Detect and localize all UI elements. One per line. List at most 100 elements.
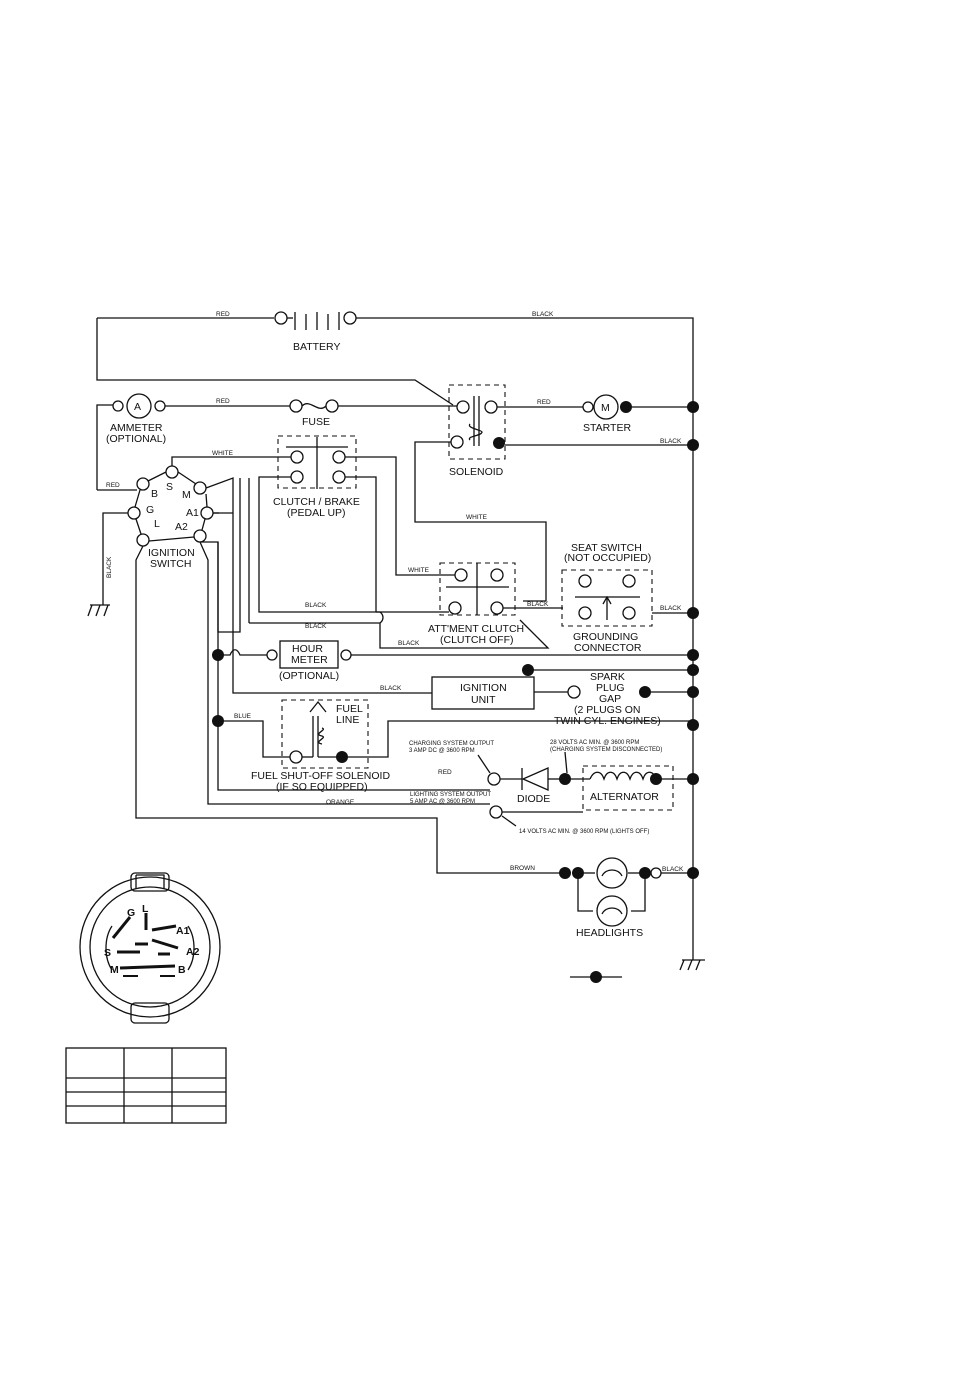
hour-meter-icon xyxy=(266,640,352,669)
spark-plug-icon xyxy=(567,685,581,699)
ammeter-label: AMMETER xyxy=(110,422,163,434)
fuel-solenoid-sub: (IF SO EQUIPPED) xyxy=(276,781,368,793)
hour-meter-label-2: METER xyxy=(291,654,328,666)
spark-label-4: (2 PLUGS ON xyxy=(574,704,641,716)
splice-legend-icon xyxy=(570,971,622,983)
fuse-label: FUSE xyxy=(302,416,330,428)
starter-symbol: M xyxy=(601,402,610,414)
inset-label-M: M xyxy=(110,964,119,976)
ignition-switch-inset xyxy=(79,867,221,1027)
wire-label-black-ground: BLACK xyxy=(106,556,113,578)
wire-label-black-seat-ground: BLACK xyxy=(660,605,682,612)
wire-label-red-diode: RED xyxy=(438,769,452,776)
ignition-switch-icon xyxy=(127,465,214,547)
volts28-note-1: 28 VOLTS AC MIN. @ 3600 RPM xyxy=(550,740,639,746)
wire-label-black-2: BLACK xyxy=(305,623,327,630)
inset-label-L: L xyxy=(142,903,149,915)
alternator-label: ALTERNATOR xyxy=(590,791,659,803)
seat-switch-icon xyxy=(575,574,640,620)
clutch-brake-box xyxy=(277,435,357,489)
wire-label-black-attment: BLACK xyxy=(398,640,420,647)
inset-label-S: S xyxy=(104,947,111,959)
terminal-B: B xyxy=(151,488,158,500)
inset-label-B: B xyxy=(178,964,186,976)
charging-note-2: 3 AMP DC @ 3600 RPM xyxy=(409,748,475,754)
clutch-brake-sub: (PEDAL UP) xyxy=(287,507,346,519)
wire-label-white-clutch: WHITE xyxy=(212,450,234,457)
hour-meter-optional: (OPTIONAL) xyxy=(279,670,339,682)
clutch-brake-label: CLUTCH / BRAKE xyxy=(273,496,360,508)
ammeter-icon xyxy=(112,393,166,419)
wire-label-black-headlights: BLACK xyxy=(662,866,684,873)
volts28-note-2: (CHARGING SYSTEM DISCONNECTED) xyxy=(550,747,662,753)
wire-label-black-1: BLACK xyxy=(305,602,327,609)
headlights-label: HEADLIGHTS xyxy=(576,927,643,939)
grounding-connector-label-1: GROUNDING xyxy=(573,631,638,643)
spark-label-3: GAP xyxy=(599,693,621,705)
solenoid-icon xyxy=(450,396,505,449)
inset-label-A2: A2 xyxy=(186,946,200,958)
starter-label: STARTER xyxy=(583,422,631,434)
fuel-solenoid-icon xyxy=(289,700,348,764)
ground-icon-left xyxy=(87,604,110,617)
terminal-G: G xyxy=(146,504,154,516)
volts14-note: 14 VOLTS AC MIN. @ 3600 RPM (LIGHTS OFF) xyxy=(519,829,649,835)
battery-label: BATTERY xyxy=(293,341,340,353)
terminal-S: S xyxy=(166,481,173,493)
wire-label-orange: ORANGE xyxy=(326,799,355,806)
fuel-line-label-2: LINE xyxy=(336,714,359,726)
solenoid-box xyxy=(448,384,506,460)
wire-label-blue: BLUE xyxy=(234,713,252,720)
ignition-unit-box xyxy=(431,676,535,710)
attment-clutch-sub: (CLUTCH OFF) xyxy=(440,634,514,646)
diode-label: DIODE xyxy=(517,793,550,805)
ammeter-optional: (OPTIONAL) xyxy=(106,433,166,445)
lighting-note-2: 5 AMP AC @ 3600 RPM xyxy=(410,799,475,805)
grounding-connector-label-2: CONNECTOR xyxy=(574,642,642,654)
alternator-box xyxy=(582,765,674,811)
fuel-solenoid-box xyxy=(281,699,369,769)
ignition-unit-label-1: IGNITION xyxy=(460,682,507,694)
seat-switch-box xyxy=(561,569,653,627)
wire-label-red-starter: RED xyxy=(537,399,551,406)
wire-label-black-seat: BLACK xyxy=(527,601,549,608)
inset-label-A1: A1 xyxy=(176,925,190,937)
seat-switch-sub: (NOT OCCUPIED) xyxy=(564,552,651,564)
wire-label-red-fuse: RED xyxy=(216,398,230,405)
hour-meter-label-1: HOUR xyxy=(292,643,323,655)
inset-label-G: G xyxy=(127,907,135,919)
solenoid-label: SOLENOID xyxy=(449,466,504,478)
alternator-icon xyxy=(589,771,693,782)
fuel-line-label-1: FUEL xyxy=(336,703,363,715)
spark-label-1: SPARK xyxy=(590,671,625,683)
starter-icon xyxy=(582,394,632,420)
lighting-note-1: LIGHTING SYSTEM OUTPUT xyxy=(410,792,491,798)
clutch-brake-switch-icon xyxy=(286,437,348,489)
diode-icon xyxy=(521,767,549,791)
terminal-A1: A1 xyxy=(186,507,199,519)
wire-label-brown: BROWN xyxy=(510,865,535,872)
seat-switch-label: SEAT SWITCH xyxy=(571,542,642,554)
wire-label-red-top: RED xyxy=(216,311,230,318)
terminal-M: M xyxy=(182,489,191,501)
ammeter-symbol: A xyxy=(134,401,141,413)
fuel-solenoid-label: FUEL SHUT-OFF SOLENOID xyxy=(251,770,390,782)
ground-icon-right xyxy=(679,959,705,971)
ignition-switch-label-1: IGNITION xyxy=(148,547,195,559)
wire-label-black-solenoid: BLACK xyxy=(660,438,682,445)
headlights-icon xyxy=(596,857,628,927)
ignition-switch-label-2: SWITCH xyxy=(150,558,191,570)
wire-label-black-ignition-unit: BLACK xyxy=(380,685,402,692)
wire-label-red-ignition: RED xyxy=(106,482,120,489)
attment-clutch-icon xyxy=(446,563,509,615)
wire-label-white-seat: WHITE xyxy=(466,514,488,521)
wire-label-black-top: BLACK xyxy=(532,311,554,318)
fuse-icon xyxy=(289,399,339,413)
ignition-unit-label-2: UNIT xyxy=(471,694,496,706)
battery-icon xyxy=(274,311,357,330)
spark-label-2: PLUG xyxy=(596,682,625,694)
legend-table xyxy=(65,1047,227,1124)
attment-clutch-label: ATT'MENT CLUTCH xyxy=(428,623,524,635)
charging-note-1: CHARGING SYSTEM OUTPUT xyxy=(409,741,494,747)
